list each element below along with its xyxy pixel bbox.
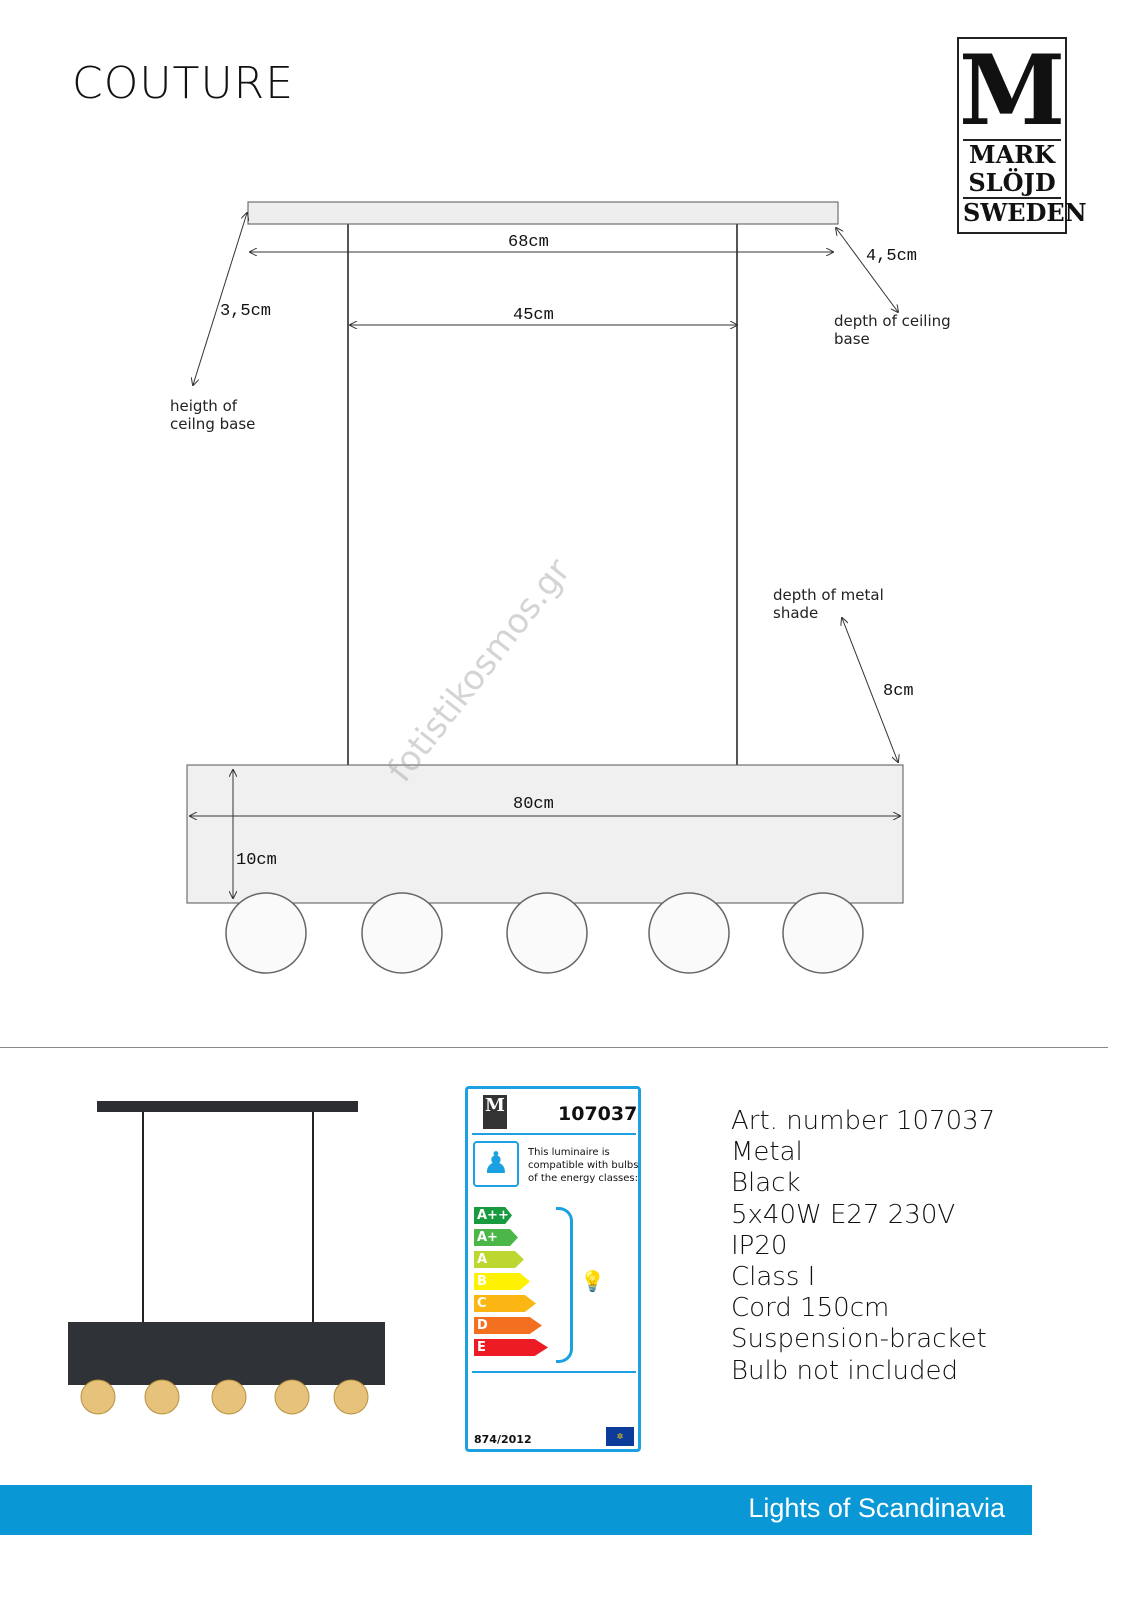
lamp-icon: ♟: [473, 1141, 519, 1187]
label-text: This luminaire is compatible with bulbs …: [528, 1147, 639, 1184]
bulb: [361, 892, 443, 974]
footer-bar: Lights of Scandinavia: [0, 1485, 1032, 1535]
dim-label-80: 80cm: [513, 795, 554, 814]
dim-label-4-5: 4,5cm: [866, 247, 918, 266]
dim-label-10: 10cm: [236, 851, 277, 870]
spec-item: Art. number 107037: [731, 1106, 996, 1136]
note-ceiling-depth: depth of ceiling base: [834, 312, 951, 348]
spec-item: Suspension-bracket: [731, 1324, 987, 1355]
dim-4-5: [836, 228, 898, 312]
energy-class: C: [474, 1295, 536, 1312]
logo-m: M: [959, 34, 1066, 147]
bulb-icon: 💡: [580, 1269, 605, 1293]
bulb: [225, 892, 307, 974]
spec-item: Cord 150cm: [731, 1293, 890, 1324]
product-title: COUTURE: [72, 58, 295, 109]
spec-item: 5x40W E27 230V: [731, 1199, 956, 1230]
spec-item: Metal: [731, 1137, 803, 1168]
dim-label-8: 8cm: [883, 682, 914, 701]
brand-logo: M MARK SLÖJD SWEDEN: [957, 34, 1087, 234]
dim-8: [842, 618, 898, 762]
energy-class: A++: [474, 1207, 512, 1224]
divider: [0, 1047, 1108, 1048]
note-shade-depth: depth of metal shade: [773, 586, 884, 622]
spec-item: Black: [731, 1168, 801, 1199]
dim-label-45: 45cm: [513, 306, 554, 325]
spec-item: Bulb not included: [731, 1355, 959, 1386]
spec-item: Class I: [731, 1262, 816, 1293]
bulb: [782, 892, 864, 974]
footer-text: Lights of Scandinavia: [748, 1493, 1005, 1523]
bracket: [556, 1207, 573, 1363]
bulb: [506, 892, 588, 974]
product-photo: [68, 1101, 385, 1415]
eu-flag-icon: ✲: [606, 1427, 634, 1446]
label-logo: M: [483, 1095, 507, 1129]
energy-class: B: [474, 1273, 530, 1290]
bulb: [648, 892, 730, 974]
energy-class: D: [474, 1317, 542, 1334]
dim-3-5: [193, 213, 247, 385]
dim-label-3-5: 3,5cm: [220, 302, 272, 321]
technical-drawing: [186, 201, 904, 974]
label-article: 107037: [558, 1103, 638, 1125]
ceiling-base: [247, 201, 839, 225]
logo-line2: SLÖJD: [968, 168, 1056, 197]
dim-label-68: 68cm: [508, 233, 549, 252]
energy-class: A+: [474, 1229, 518, 1246]
metal-shade: [186, 764, 904, 904]
energy-class: E: [474, 1339, 548, 1356]
note-ceiling-height: heigth of ceilng base: [170, 397, 256, 433]
energy-class: A: [474, 1251, 524, 1268]
logo-line1: MARK: [963, 139, 1061, 169]
regulation: 874/2012: [474, 1433, 532, 1446]
energy-label: M 107037 ♟ This luminaire is compatible …: [465, 1086, 641, 1452]
bulbs: [225, 892, 864, 974]
spec-item: IP20: [731, 1230, 788, 1261]
